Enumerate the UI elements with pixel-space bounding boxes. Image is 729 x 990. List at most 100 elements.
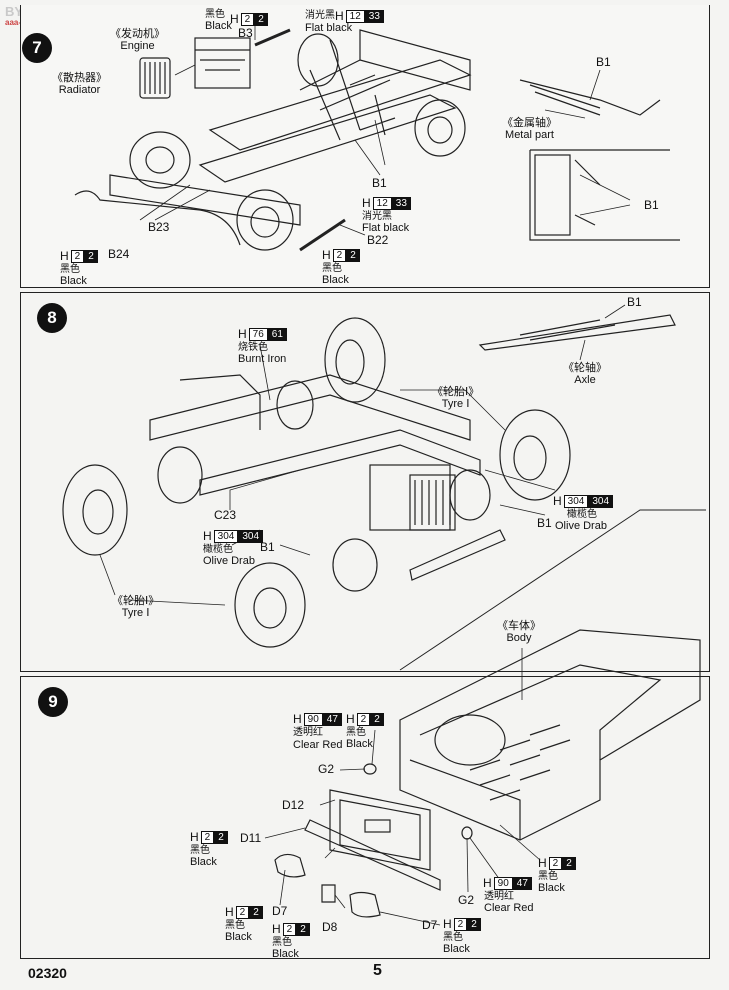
color-en: Olive Drab [555,520,607,532]
step-8-panel [20,292,710,672]
axle-label-cn: 《轮轴》 [563,362,607,374]
color-en: Black [60,275,87,287]
color-cn: 透明红 [293,727,323,738]
color-en: Burnt Iron [238,353,287,365]
color-h: H [272,922,281,936]
part-d7-right: D7 [422,918,438,932]
color-n1: 2 [548,856,563,870]
color-cn: 烧铁色 [238,342,268,353]
part-d7-left: D7 [272,904,288,918]
color-cn: 消光黑 [305,10,335,21]
color-en: Olive Drab [203,555,255,567]
tyre-label-right: 《轮胎Ⅰ》 Tyre Ⅰ [432,386,479,410]
color-h: H [203,529,212,543]
part-d11: D11 [240,831,262,845]
part-b1-chassis: B1 [372,176,387,190]
color-cn: 消光黑 [362,211,392,222]
color-n1: 76 [248,327,268,341]
color-cn: 黑色 [190,845,210,856]
color-en: Clear Red [293,739,343,751]
step9-leader-lines [264,648,541,926]
step9-body-drawing [274,629,701,918]
color-cn: 橄榄色 [567,509,597,520]
color-n1: 304 [563,494,589,508]
color-n1: 2 [235,905,250,919]
color-h: H [362,196,371,210]
step8-leader-lines [99,304,626,606]
color-cn: 橄榄色 [203,544,233,555]
step8-separator-line [399,509,706,671]
color-en: Black [225,931,252,943]
step8-chassis-drawing [62,314,676,648]
part-b24: B24 [108,247,130,261]
color-n2: 2 [214,830,228,844]
color-en: Clear Red [484,902,534,914]
engine-label: 《发动机》 Engine [110,28,165,52]
step7-chassis-drawing [74,28,472,252]
color-n1: 2 [356,712,371,726]
page-number: 5 [373,962,382,979]
body-label-en: Body [506,632,532,644]
color-n1: 90 [493,876,513,890]
color-cn: 黑色 [346,727,366,738]
color-cn: 黑色 [60,264,80,275]
color-cn: 黑色 [272,937,292,948]
color-n1: 12 [372,196,392,210]
step-7-panel [20,5,710,288]
step-8-number: 8 [37,303,67,333]
color-en: Black [538,882,565,894]
part-b1-metal-top: B1 [596,55,611,69]
color-en: Black [346,738,373,750]
color-n2: 47 [512,876,532,890]
part-b1-metal-bottom: B1 [644,198,659,212]
color-n2: 304 [238,529,264,543]
color-n1: 2 [332,248,347,262]
color-en: Black [322,274,349,286]
color-en: Flat black [362,222,410,234]
color-cn: 黑色 [538,871,558,882]
tyre-label-en: Tyre Ⅰ [121,607,150,619]
part-b22: B22 [367,233,389,247]
color-n2: 2 [370,712,384,726]
color-n2: 2 [346,248,360,262]
body-label: 《车体》 Body [497,620,541,644]
color-h: H [553,494,562,508]
part-d8: D8 [322,920,338,934]
tyre-label-en: Tyre Ⅰ [441,398,470,410]
engine-label-cn: 《发动机》 [110,28,165,40]
color-cn: 黑色 [443,932,463,943]
color-en: Black [272,948,299,960]
color-en: Flat black [305,22,353,34]
color-h: H [538,856,547,870]
color-cn: 黑色 [205,9,225,20]
color-cn: 黑色 [225,920,245,931]
metal-part-label-cn: 《金属轴》 [502,117,557,129]
color-n2: 33 [364,9,384,23]
part-g2-left: G2 [318,762,335,776]
part-b3: B3 [238,26,253,40]
color-n2: 2 [254,12,268,26]
step-7-number: 7 [22,33,52,63]
color-h: H [225,905,234,919]
color-n2: 47 [322,712,342,726]
color-n1: 2 [70,249,85,263]
color-h: H [238,327,247,341]
part-d12: D12 [282,798,305,812]
color-n2: 61 [267,327,287,341]
tyre-label-cn: 《轮胎Ⅰ》 [432,386,480,398]
color-n2: 2 [249,905,263,919]
body-label-cn: 《车体》 [497,620,541,632]
color-n2: 304 [588,494,614,508]
color-h: H [443,917,452,931]
color-n2: 2 [296,922,310,936]
radiator-label-cn: 《散热器》 [52,72,107,84]
color-n2: 2 [562,856,576,870]
color-n1: 2 [282,922,297,936]
part-g2-right: G2 [458,893,475,907]
radiator-label-en: Radiator [58,84,101,96]
axle-label-en: Axle [574,374,596,386]
step-9-panel [20,676,710,959]
color-h: H [483,876,492,890]
engine-label-en: Engine [120,40,155,52]
color-n2: 2 [84,249,98,263]
